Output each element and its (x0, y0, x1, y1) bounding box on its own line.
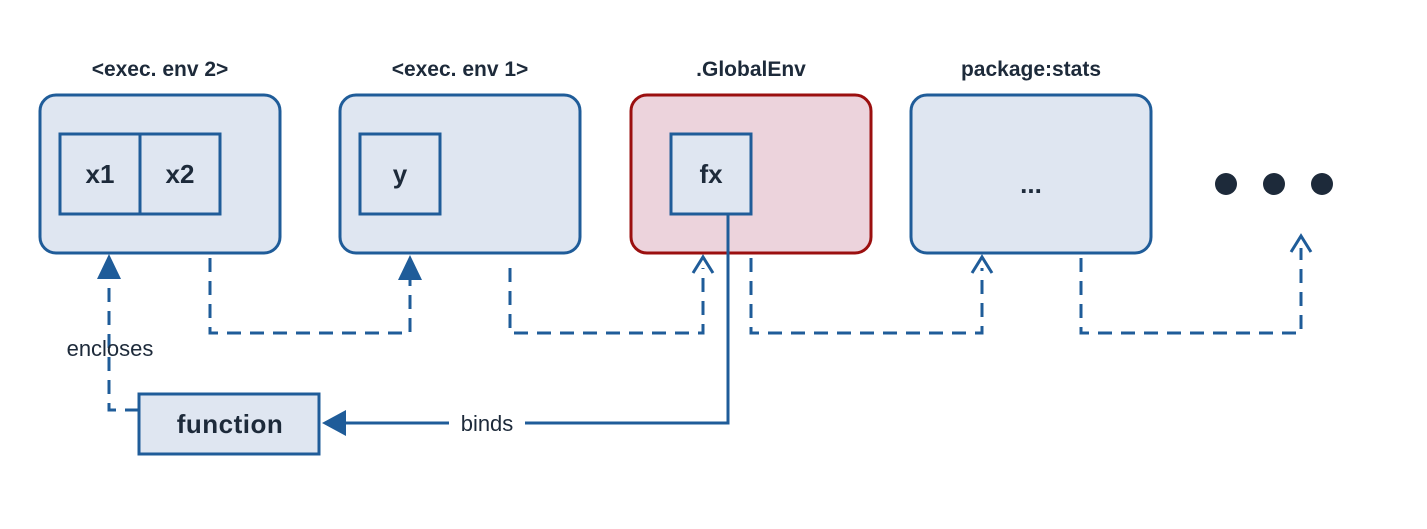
parent-edge-global-to-stats (749, 258, 984, 335)
binding-name: x1 (86, 159, 115, 189)
global-env-title: .GlobalEnv (696, 58, 806, 81)
parent-edge-env1-to-global (508, 268, 705, 335)
binding-cell-y (358, 132, 442, 216)
binds-edge (525, 214, 730, 425)
encloses-edge (107, 270, 139, 412)
encloses-label: encloses (67, 336, 154, 361)
binding-name: x2 (166, 159, 195, 189)
arrowhead-icon (691, 254, 715, 274)
continuation-dot (1311, 173, 1333, 195)
function-box (137, 392, 321, 456)
function-label: function (177, 409, 284, 439)
package-stats-ellipsis: ... (1020, 169, 1042, 199)
binding-name: fx (699, 159, 723, 189)
binding-cell-x1 (58, 132, 142, 216)
arrowhead-icon (970, 254, 994, 274)
arrowhead-icon (398, 255, 422, 280)
parent-edge-stats-to-more (1079, 248, 1303, 335)
arrowhead-icon (1289, 233, 1313, 253)
package-stats-box (909, 93, 1153, 255)
continuation-dot (1215, 173, 1237, 195)
arrowhead-icon (322, 410, 346, 436)
exec-env-2-title: <exec. env 2> (92, 58, 229, 81)
package-stats-title: package:stats (961, 58, 1101, 81)
binding-cell-x2 (138, 132, 222, 216)
binds-label: binds (461, 411, 514, 436)
continuation-dot (1263, 173, 1285, 195)
exec-env-1-title: <exec. env 1> (392, 58, 529, 81)
binding-name: y (393, 159, 408, 189)
parent-edge-env2-to-env1 (208, 258, 412, 335)
binding-cell-fx (669, 132, 753, 216)
arrowhead-icon (97, 254, 121, 279)
